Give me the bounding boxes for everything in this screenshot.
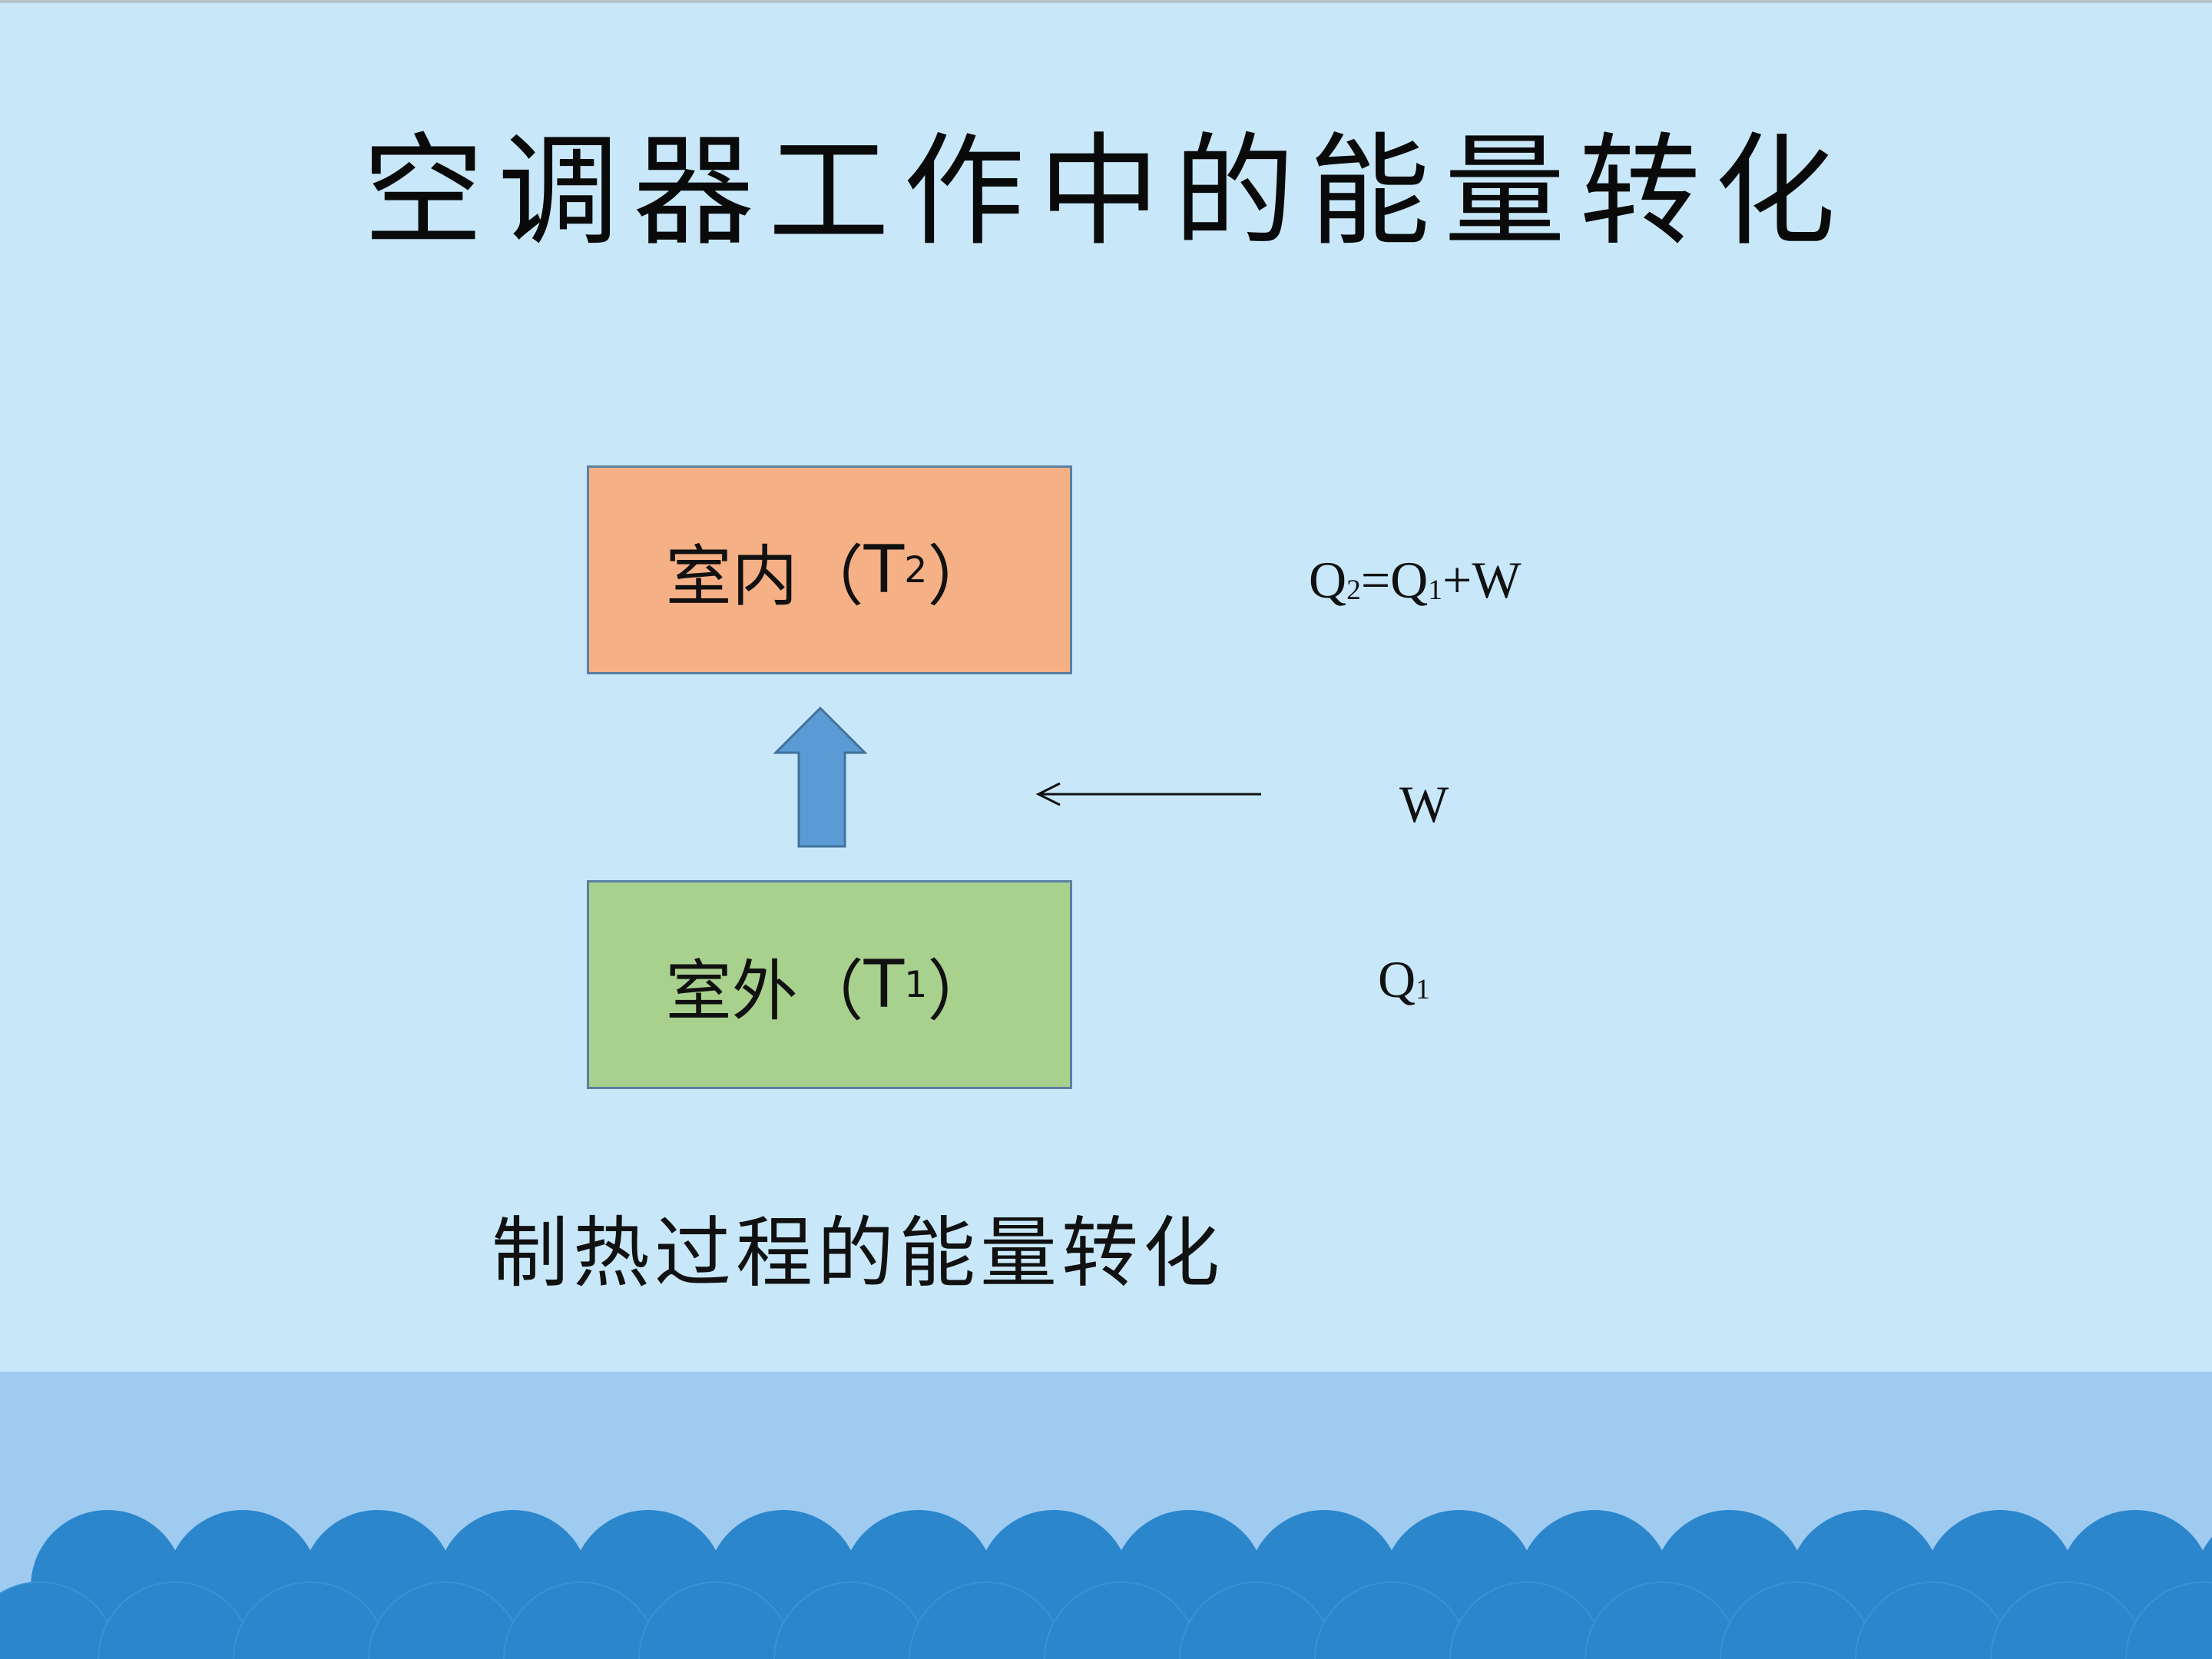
indoor-label: 室内: [665, 538, 798, 615]
formula-q2-mid-subscript: 1: [1428, 574, 1442, 606]
scallop-shape: [909, 1581, 1064, 1659]
scallop-pattern: [0, 1510, 2212, 1659]
formula-q2-symbol: Q: [1309, 551, 1347, 609]
scallop-shape: [98, 1581, 253, 1659]
slide-title: 空调器工作中的能量转化: [363, 121, 1849, 263]
indoor-paren-close: ）: [927, 538, 994, 615]
scallop-shape: [1449, 1581, 1604, 1659]
formula-q1-symbol: Q: [1378, 950, 1416, 1008]
scallop-shape: [1855, 1581, 2010, 1659]
scallop-shape: [0, 1581, 118, 1659]
scallop-shape: [1314, 1581, 1469, 1659]
indoor-paren-open: （: [797, 538, 864, 615]
outdoor-paren-open: （: [797, 952, 864, 1030]
scallop-shape: [1720, 1581, 1875, 1659]
scallop-shape: [773, 1581, 929, 1659]
scallop-shape: [1044, 1581, 1199, 1659]
formula-w: W: [1399, 775, 1449, 833]
scallop-shape: [503, 1581, 658, 1659]
scallop-shape: [1990, 1581, 2145, 1659]
left-thin-arrow-icon: [1035, 782, 1261, 806]
outdoor-subscript: 1: [904, 963, 928, 1006]
scallop-shape: [2125, 1581, 2212, 1659]
scallop-shape: [233, 1581, 388, 1659]
scallop-shape: [1179, 1581, 1334, 1659]
indoor-subscript: 2: [904, 548, 928, 591]
scallop-shape: [368, 1581, 523, 1659]
up-block-arrow-icon: [773, 706, 868, 848]
slide-caption: 制热过程的能量转化: [492, 1208, 1224, 1298]
formula-q1: Q1: [1378, 949, 1430, 1010]
scallop-shape: [638, 1581, 793, 1659]
formula-q1-subscript: 1: [1416, 973, 1430, 1005]
bottom-wave-band: [0, 1372, 2212, 1659]
outdoor-paren-close: ）: [927, 952, 994, 1030]
outdoor-symbol: T: [863, 946, 905, 1023]
scallop-shape: [1584, 1581, 1740, 1659]
top-divider: [0, 0, 2212, 3]
formula-q2-equals-q1-plus-w: Q2=Q1+W: [1309, 550, 1522, 611]
formula-q2-mid: =Q: [1360, 551, 1429, 609]
formula-q2-tail: +W: [1442, 551, 1522, 609]
outdoor-label: 室外: [665, 952, 798, 1030]
formula-q2-subscript: 2: [1346, 574, 1361, 606]
indoor-symbol: T: [863, 531, 905, 608]
